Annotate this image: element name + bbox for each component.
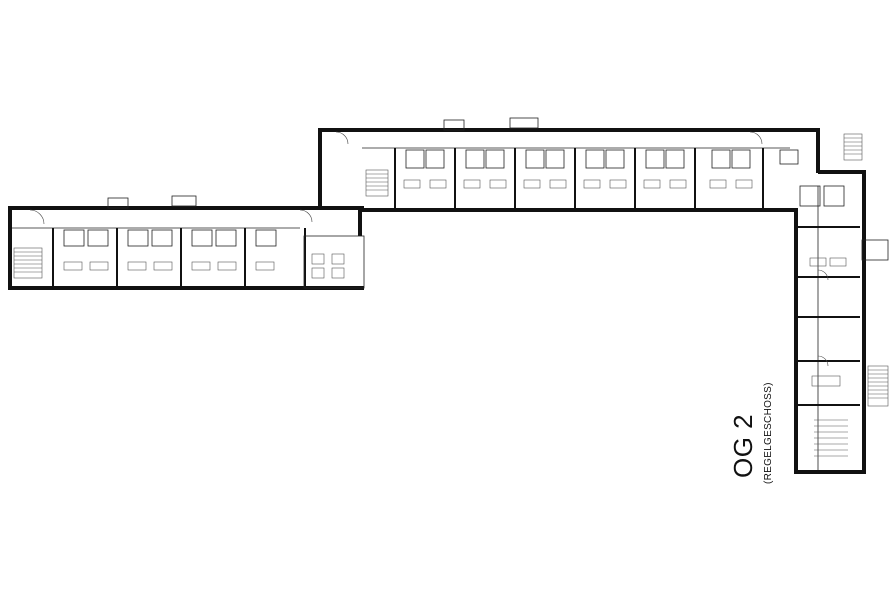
west-wing-rooms [12, 227, 365, 289]
facade-bays [107, 117, 889, 261]
middle-wing-rooms [362, 133, 863, 210]
exterior-walls [8, 128, 866, 474]
door-swings [29, 131, 829, 367]
east-wing-rooms [798, 185, 889, 470]
floor-sublabel: (REGELGESCHOSS) [763, 382, 774, 484]
floor-label: OG 2 [728, 413, 758, 478]
